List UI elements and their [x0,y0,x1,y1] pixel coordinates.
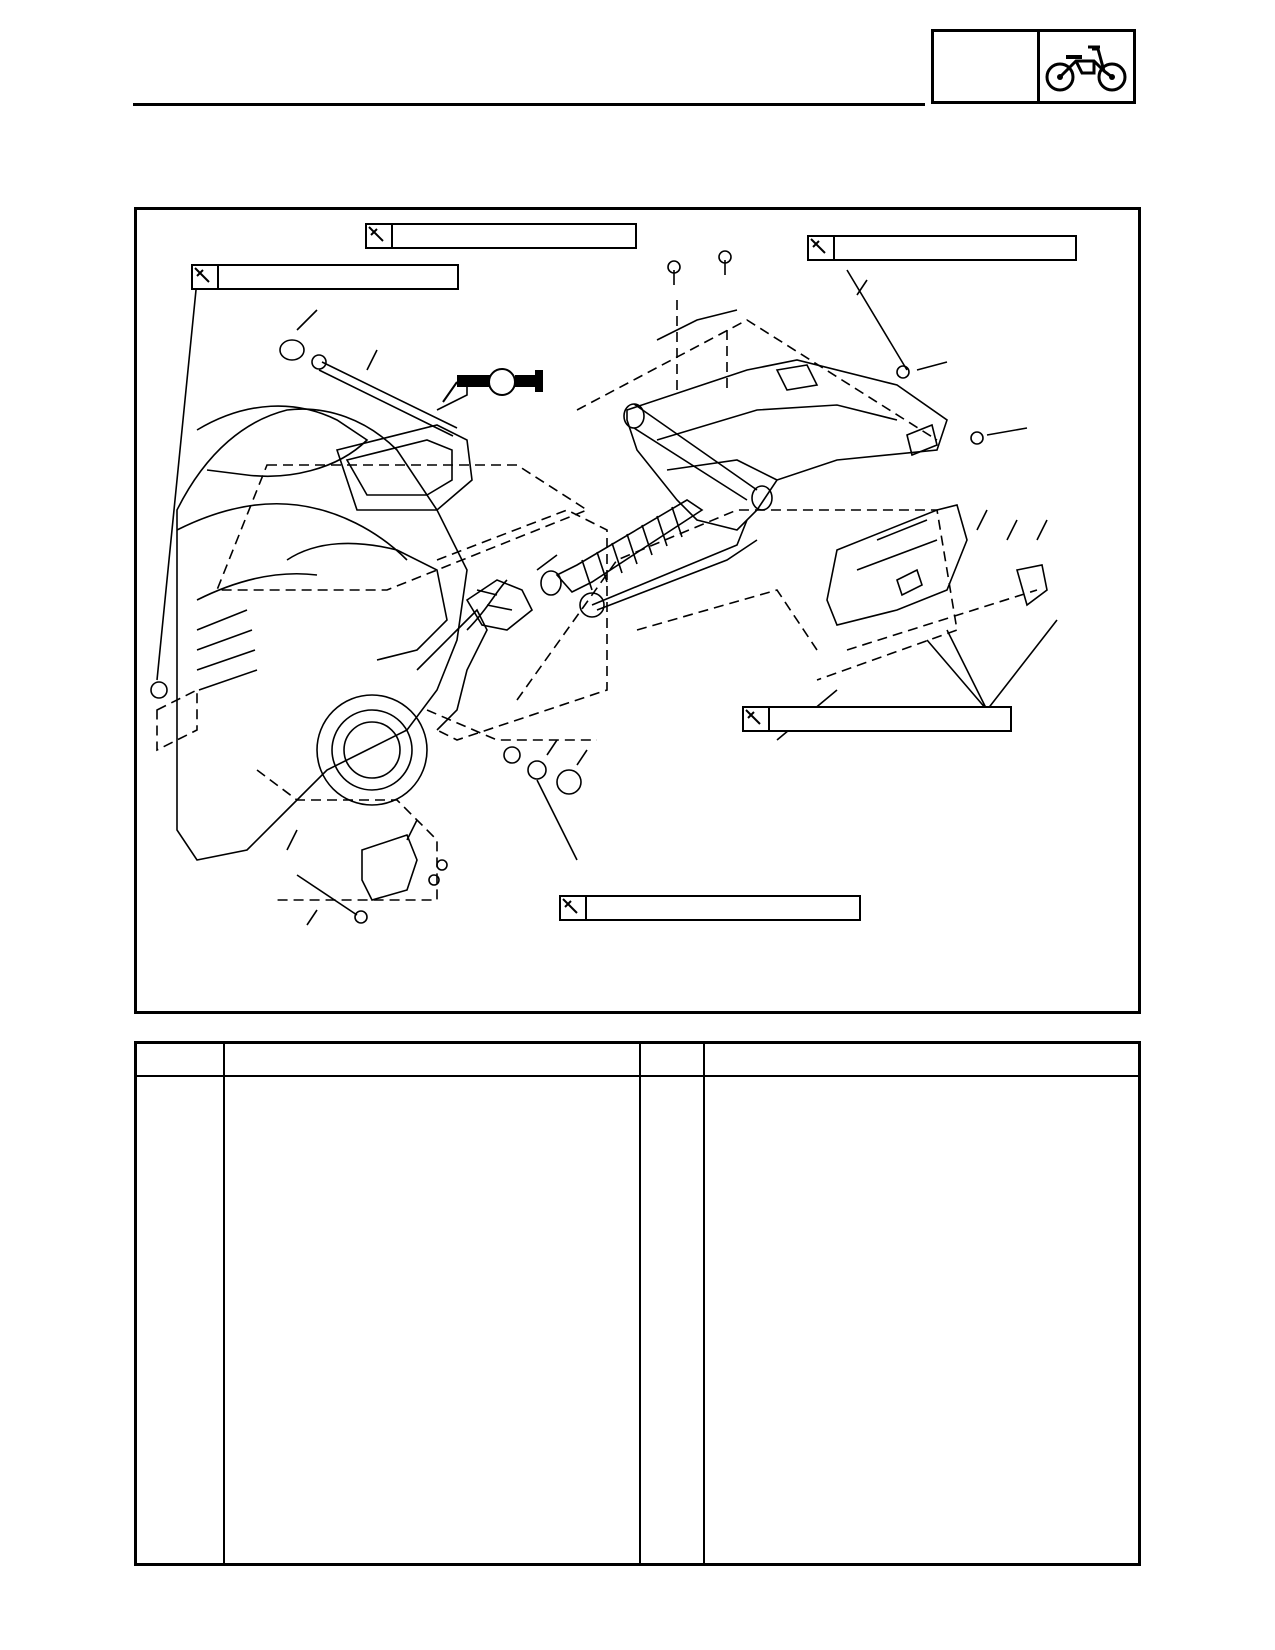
header-rule [133,103,925,106]
footrest-bracket [465,579,534,631]
torque-wrench-icon [809,237,835,259]
torque-value [587,897,859,919]
table-column-divider [703,1044,705,1563]
torque-wrench-icon [744,708,770,730]
table-column-divider [639,1044,641,1563]
chassis-section-icon [1040,32,1133,101]
grease-application-icon [442,368,543,403]
engine-outline [176,408,468,861]
torque-value [219,266,457,288]
parts-list-table [134,1041,1141,1566]
torque-wrench-icon [193,266,219,288]
pivot-shaft [318,361,458,437]
swingarm-exploded-diagram [150,250,1058,926]
table-header-rule [137,1075,1138,1077]
section-label [934,32,1040,101]
torque-label-5 [559,895,861,921]
exploded-view-figure [134,207,1141,1014]
section-header-box [931,29,1136,104]
clutch-cover-inner [331,709,413,791]
chain-guard [826,504,968,626]
torque-wrench-icon [367,225,393,247]
swingarm [626,359,948,531]
torque-value [835,237,1075,259]
torque-value [770,708,1010,730]
torque-wrench-icon [561,897,587,919]
torque-label-3 [807,235,1077,261]
torque-value [393,225,635,247]
motorcycle-icon [1045,45,1126,91]
horn [361,834,418,901]
torque-label-4 [742,706,1012,732]
table-column-divider [223,1044,225,1563]
torque-label-2 [191,264,459,290]
horn-bolt [296,874,358,916]
shock-absorber [555,499,704,593]
clutch-cover-outer [316,694,428,806]
torque-label-1 [365,223,637,249]
